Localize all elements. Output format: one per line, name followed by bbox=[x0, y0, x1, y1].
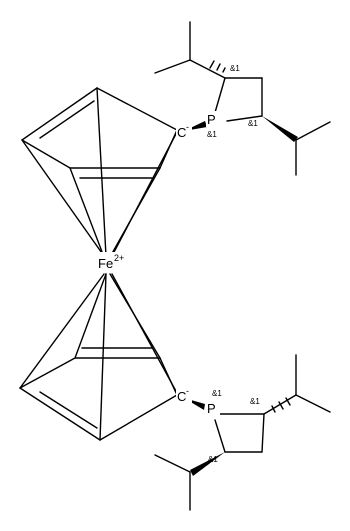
fe-label-background bbox=[96, 252, 130, 272]
top-phosphetane bbox=[154, 21, 331, 176]
iron-charge: 2+ bbox=[114, 253, 124, 263]
bottom-carbanion-charge: - bbox=[186, 386, 189, 396]
top-carbon-label-background bbox=[176, 124, 192, 140]
top-lower-wedge-bond bbox=[262, 116, 298, 142]
fe-coordination-bonds bbox=[19, 87, 178, 441]
iron-atom-label: Fe bbox=[98, 256, 113, 271]
bottom-lower-wedge-bond bbox=[190, 452, 225, 476]
bottom-ring-upper-stereo-label: &1 bbox=[250, 397, 260, 406]
bottom-carbon-label-background bbox=[176, 388, 192, 404]
bottom-upper-hashed-bond bbox=[263, 394, 297, 415]
top-phosphorus-label-background bbox=[206, 111, 220, 127]
top-phosphorus-label: P bbox=[207, 112, 216, 127]
bottom-phosphorus-stereo-label: &1 bbox=[212, 389, 222, 398]
top-carbanion-label: C bbox=[177, 125, 186, 140]
top-carbanion-charge: - bbox=[186, 122, 189, 132]
top-ring-upper-stereo-label: &1 bbox=[230, 64, 240, 73]
bottom-phosphorus-label: P bbox=[207, 401, 216, 416]
top-cyclopentadienyl-ring bbox=[21, 87, 178, 179]
top-ring-lower-stereo-label: &1 bbox=[248, 119, 258, 128]
bottom-cyclopentadienyl-ring bbox=[19, 347, 178, 441]
top-phosphorus-stereo-label: &1 bbox=[207, 130, 217, 139]
bottom-phosphorus-label-background bbox=[206, 400, 220, 416]
bottom-phosphetane bbox=[154, 354, 331, 511]
bottom-carbanion-label: C bbox=[177, 389, 186, 404]
top-upper-hashed-bond bbox=[189, 59, 226, 79]
bottom-ring-lower-stereo-label: &1 bbox=[208, 455, 218, 464]
